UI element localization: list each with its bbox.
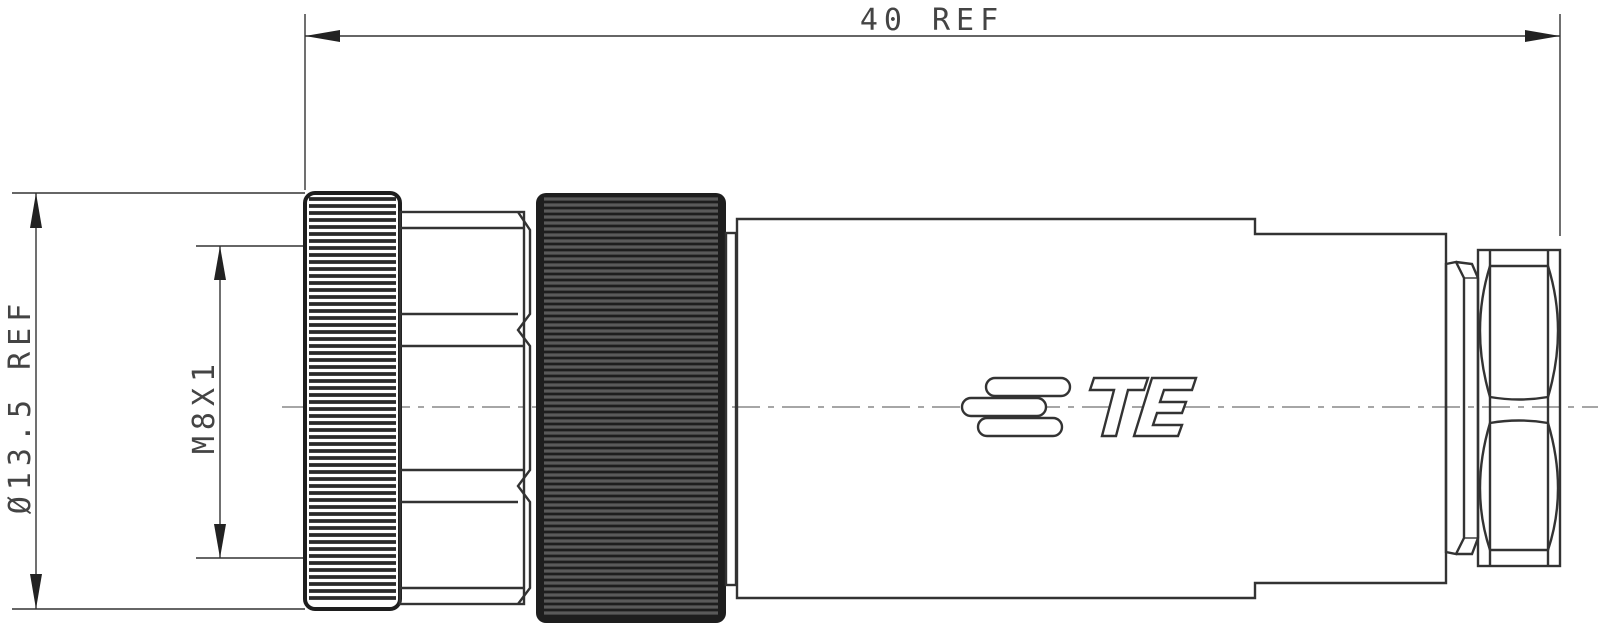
diameter-label: Ø13.5 REF — [3, 298, 38, 515]
length-label: 40 REF — [860, 3, 1004, 38]
arrowhead-right — [1525, 30, 1560, 42]
thread-dimension: M8X1 — [187, 245, 305, 559]
rear-knurled-nut — [536, 193, 726, 623]
arrowhead-down — [30, 574, 42, 609]
arrowhead-up — [30, 193, 42, 228]
crimp-rings — [1444, 260, 1480, 556]
connector-body — [735, 217, 1448, 600]
coupling-sleeve — [398, 210, 532, 606]
nut-step — [724, 231, 738, 587]
arrowhead-left — [305, 30, 340, 42]
hex-end-nut — [1476, 248, 1562, 568]
length-dimension: 40 REF — [304, 3, 1561, 236]
arrowhead-down — [214, 524, 226, 558]
thread-label: M8X1 — [187, 358, 222, 454]
diameter-dimension: Ø13.5 REF — [3, 192, 305, 610]
arrowhead-up — [214, 246, 226, 280]
front-knurled-nut — [303, 191, 402, 611]
te-logo-icon: TE — [960, 376, 1198, 438]
